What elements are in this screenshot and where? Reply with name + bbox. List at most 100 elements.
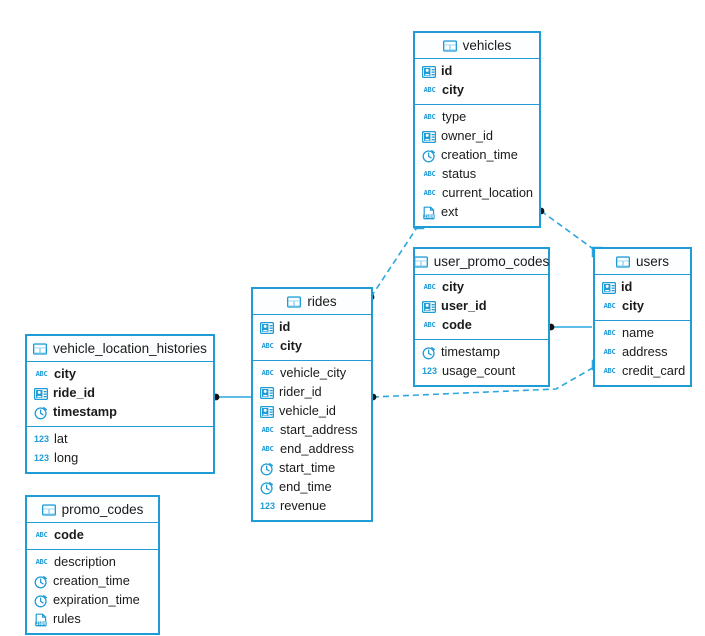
table-field[interactable]: ABC name [595, 324, 690, 343]
field-label: creation_time [53, 573, 130, 589]
table-header-rides[interactable]: rides [253, 289, 371, 315]
field-label: city [442, 279, 465, 295]
string-field-icon: ABC [261, 369, 274, 377]
table-field[interactable]: id [253, 318, 371, 337]
field-label: revenue [280, 498, 327, 514]
field-label: credit_card [622, 363, 686, 379]
number-field-icon: 123 [421, 366, 438, 376]
table-field[interactable]: ride_id [27, 384, 213, 403]
table-field[interactable]: timestamp [415, 343, 548, 362]
table-field[interactable]: id [415, 62, 539, 81]
string-field-icon: ABC [603, 367, 616, 375]
table-field[interactable]: ABC city [415, 278, 548, 297]
field-label: start_address [280, 422, 358, 438]
table-icon [33, 342, 48, 356]
string-field-icon: ABC [261, 342, 274, 350]
table-field[interactable]: owner_id [415, 127, 539, 146]
table-header-user_promo_codes[interactable]: user_promo_codes [413, 249, 549, 275]
table-field[interactable]: timestamp [27, 403, 213, 422]
key-field-icon [422, 65, 436, 79]
key-field-icon [34, 387, 48, 401]
field-label: id [279, 319, 291, 335]
table-field[interactable]: start_time [253, 459, 371, 478]
field-label: timestamp [441, 344, 501, 360]
table-title: vehicles [462, 37, 512, 53]
field-label: id [441, 63, 453, 79]
field-label: end_time [279, 479, 332, 495]
table-field[interactable]: ABC address [595, 343, 690, 362]
table-header-vehicle_location_histories[interactable]: vehicle_location_histories [27, 336, 213, 362]
string-field-icon: ABC [423, 283, 436, 291]
table-field[interactable]: user_id [415, 297, 548, 316]
string-field-icon: ABC [603, 348, 616, 356]
relationship-vehicle_location_histories-rides [212, 393, 251, 401]
table-field[interactable]: creation_time [415, 146, 539, 165]
string-field-icon: ABC [35, 531, 48, 539]
string-field-icon: ABC [423, 321, 436, 329]
field-label: owner_id [441, 128, 493, 144]
string-field-icon: ABC [603, 302, 616, 310]
table-field[interactable]: ABC credit_card [595, 362, 690, 381]
table-field[interactable]: creation_time [27, 572, 158, 591]
timestamp-field-icon [422, 149, 436, 163]
table-field[interactable]: ABC code [415, 316, 548, 335]
table-header-users[interactable]: users [595, 249, 690, 275]
field-label: creation_time [441, 147, 518, 163]
table-header-promo_codes[interactable]: promo_codes [27, 497, 158, 523]
field-label: vehicle_city [280, 365, 347, 381]
string-field-icon: ABC [423, 113, 436, 121]
table-field[interactable]: ABC end_address [253, 440, 371, 459]
field-label: end_address [280, 441, 354, 457]
table-field[interactable]: vehicle_id [253, 402, 371, 421]
table-field[interactable]: rider_id [253, 383, 371, 402]
number-field-icon: 123 [33, 453, 50, 463]
timestamp-field-icon [34, 575, 48, 589]
svg-text:JSON: JSON [36, 621, 46, 626]
field-label: code [442, 317, 472, 333]
string-field-icon: ABC [261, 445, 274, 453]
svg-text:JSON: JSON [424, 214, 434, 219]
key-field-icon [422, 300, 436, 314]
table-field[interactable]: id [595, 278, 690, 297]
string-field-icon: ABC [603, 329, 616, 337]
field-label: city [442, 82, 465, 98]
field-label: id [621, 279, 633, 295]
field-label: name [622, 325, 655, 341]
field-label: expiration_time [53, 592, 140, 608]
field-label: address [622, 344, 668, 360]
field-label: vehicle_id [279, 403, 336, 419]
table-field[interactable]: ABC type [415, 108, 539, 127]
table-field[interactable]: end_time [253, 478, 371, 497]
table-icon [413, 255, 428, 269]
field-label: type [442, 109, 467, 125]
timestamp-field-icon [422, 346, 436, 360]
table-field[interactable]: expiration_time [27, 591, 158, 610]
table-header-vehicles[interactable]: vehicles [415, 33, 539, 59]
table-field[interactable]: ABC vehicle_city [253, 364, 371, 383]
